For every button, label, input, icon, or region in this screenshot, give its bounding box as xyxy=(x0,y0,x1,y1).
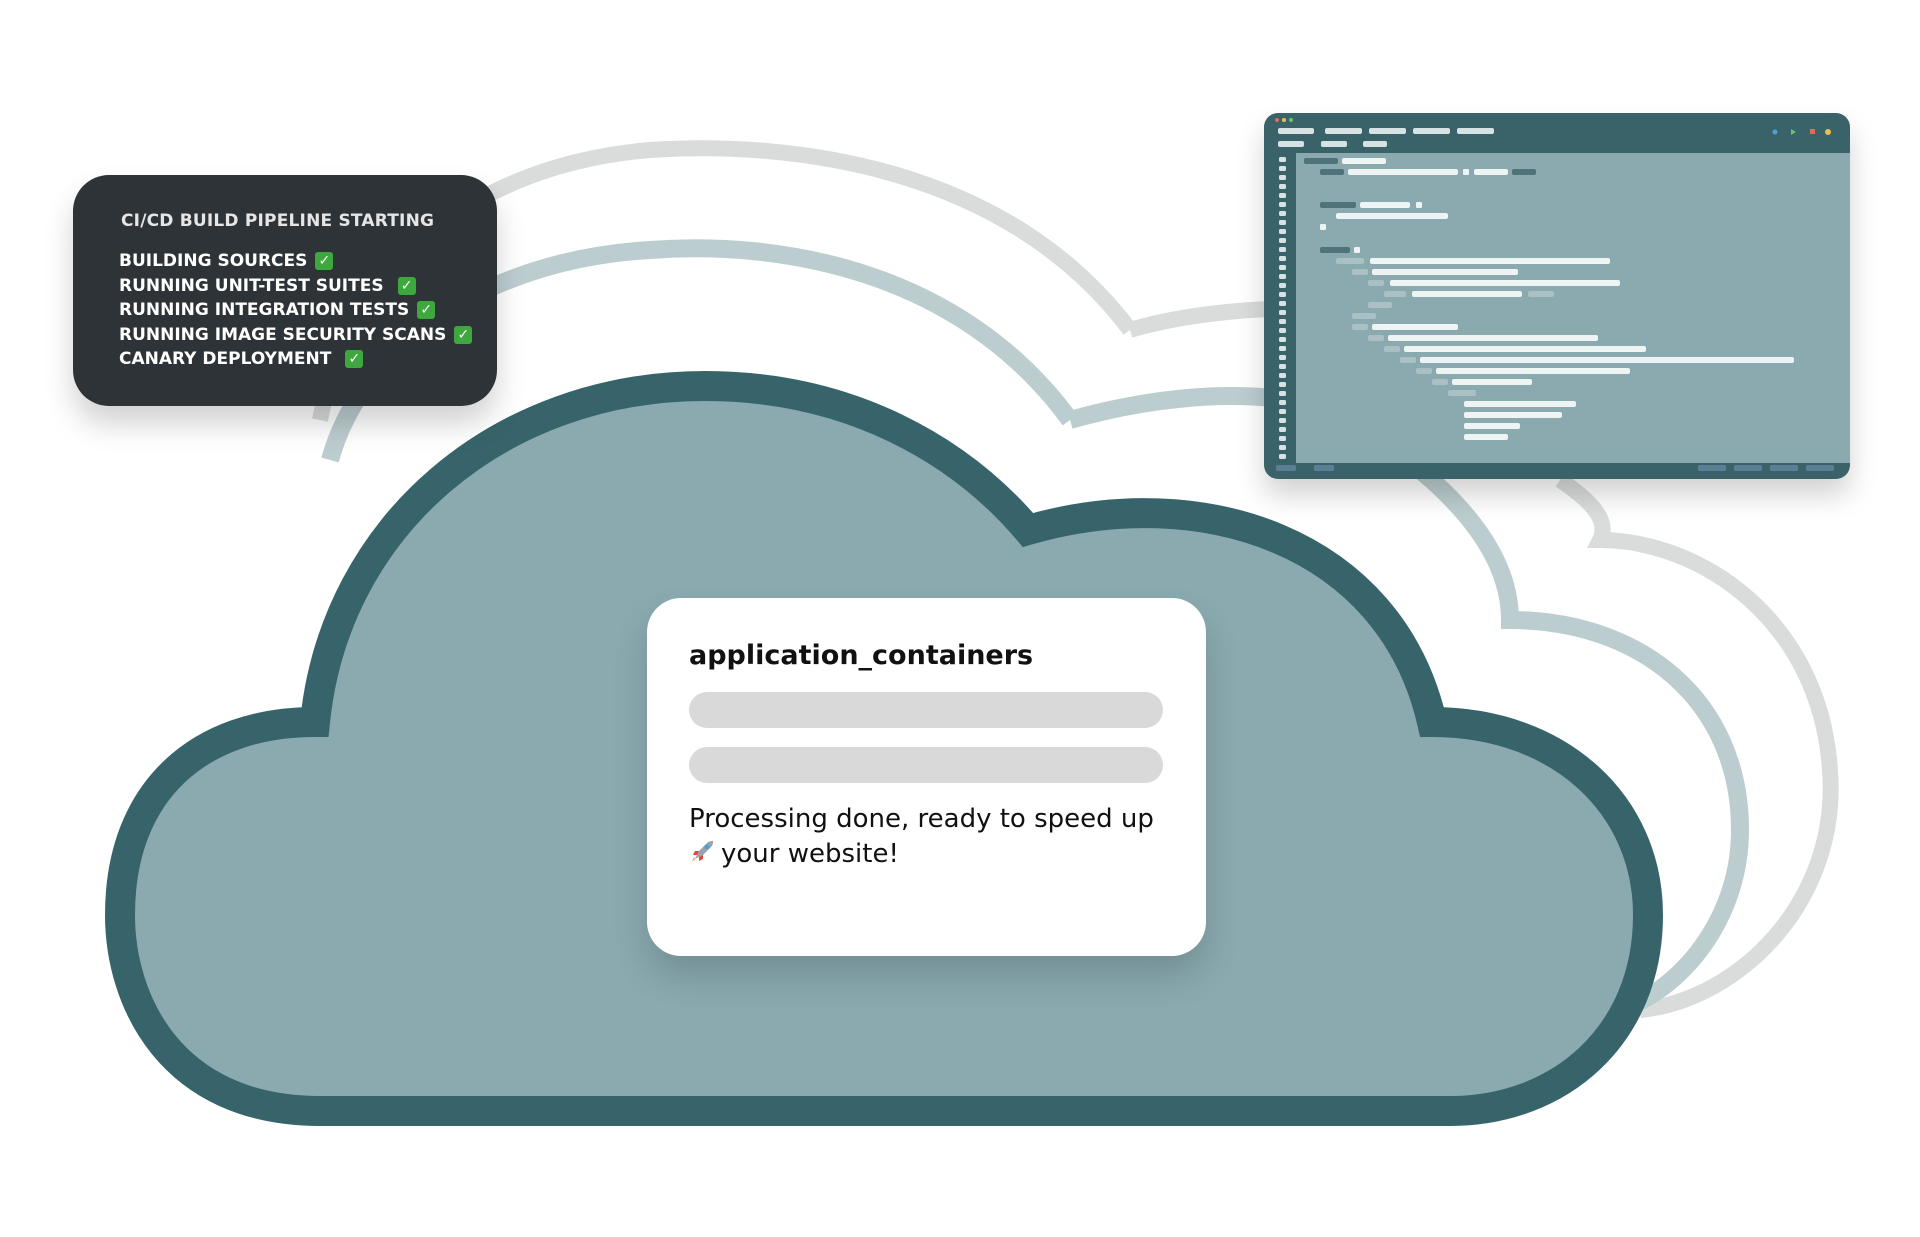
status-message-line2: your website! xyxy=(721,839,899,869)
pipeline-step-label: RUNNING IMAGE SECURITY SCANS xyxy=(119,324,447,345)
pipeline-card: CI/CD BUILD PIPELINE STARTING BUILDING S… xyxy=(73,175,497,406)
editor-status-bar xyxy=(1276,465,1834,471)
check-icon: ✓ xyxy=(315,252,334,271)
rocket-icon xyxy=(689,837,717,875)
pipeline-step-label: BUILDING SOURCES xyxy=(119,251,308,272)
code-editor-graphic xyxy=(1275,118,1850,471)
status-card-title: application_containers xyxy=(689,640,1034,671)
pipeline-step: RUNNING INTEGRATION TESTS ✓ xyxy=(119,298,497,323)
check-icon: ✓ xyxy=(454,325,473,344)
window-maximize-dot xyxy=(1289,118,1293,122)
editor-menu-bar xyxy=(1278,128,1494,147)
stop-icon xyxy=(1810,129,1815,134)
pipeline-step: RUNNING UNIT-TEST SUITES ✓ xyxy=(119,274,497,299)
editor-line-gutter xyxy=(1279,157,1286,459)
pipeline-title: CI/CD BUILD PIPELINE STARTING xyxy=(121,211,435,231)
status-message: Processing done, ready to speed up your … xyxy=(689,802,1169,875)
pipeline-step: RUNNING IMAGE SECURITY SCANS ✓ xyxy=(119,323,497,348)
check-icon: ✓ xyxy=(345,350,364,369)
check-icon: ✓ xyxy=(417,301,436,320)
check-icon: ✓ xyxy=(397,276,416,295)
play-icon xyxy=(1791,129,1796,135)
user-icon xyxy=(1772,129,1778,135)
status-card: application_containers Processing done, … xyxy=(647,598,1206,956)
window-minimize-dot xyxy=(1282,118,1286,122)
editor-toolbar-icons xyxy=(1772,129,1831,135)
pipeline-step: CANARY DEPLOYMENT ✓ xyxy=(119,347,497,372)
placeholder-bar xyxy=(689,692,1163,728)
pipeline-step-label: CANARY DEPLOYMENT xyxy=(119,349,332,370)
code-editor-window xyxy=(1264,113,1850,479)
pipeline-step-label: RUNNING INTEGRATION TESTS xyxy=(119,300,410,321)
pipeline-step: BUILDING SOURCES ✓ xyxy=(119,249,497,274)
bell-icon xyxy=(1825,129,1831,135)
editor-code-lines xyxy=(1304,158,1794,440)
window-close-dot xyxy=(1275,118,1279,122)
placeholder-bar xyxy=(689,747,1163,783)
pipeline-step-label: RUNNING UNIT-TEST SUITES xyxy=(119,275,384,296)
status-message-line1: Processing done, ready to speed up xyxy=(689,804,1154,834)
